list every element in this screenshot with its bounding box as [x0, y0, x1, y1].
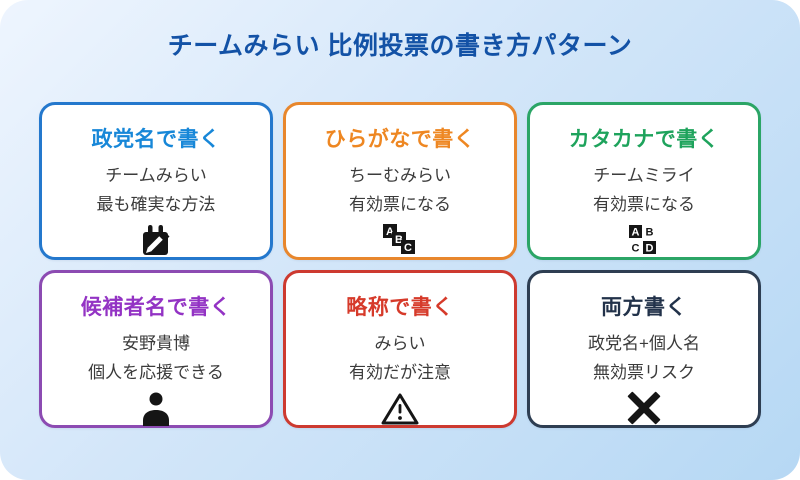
card-both: 両方書く 政党名+個人名 無効票リスク [527, 270, 761, 428]
svg-text:D: D [646, 242, 654, 254]
card-heading: ひらがなで書く [324, 128, 476, 151]
card-line1: ちーむみらい [349, 166, 451, 185]
card-line2: 有効票になる [593, 194, 695, 214]
cards-grid: 政党名で書く チームみらい 最も確実な方法 ひらがなで書く ちーむみら [0, 102, 800, 428]
abc-blocks-icon: A B C [383, 223, 417, 257]
svg-text:B: B [646, 226, 654, 238]
memo-icon [138, 223, 174, 259]
card-line1: チームミライ [593, 166, 695, 185]
card-line2: 個人を応援できる [88, 362, 224, 382]
card-line1: チームみらい [105, 166, 207, 185]
svg-text:A: A [632, 226, 640, 238]
card-line2: 有効票になる [349, 194, 451, 214]
card-heading: 政党名で書く [91, 128, 221, 151]
card-body: チームミライ 有効票になる [593, 162, 695, 220]
card-line1: みらい [374, 334, 426, 353]
card-body: 安野貴博 個人を応援できる [88, 330, 224, 388]
card-line2: 最も確実な方法 [96, 194, 216, 214]
card-body: ちーむみらい 有効票になる [349, 162, 451, 220]
warning-icon [380, 391, 420, 427]
card-candidate-name: 候補者名で書く 安野貴博 個人を応援できる [39, 270, 273, 428]
svg-text:B: B [395, 234, 403, 246]
card-heading: 両方書く [601, 296, 687, 319]
card-heading: カタカナで書く [568, 128, 720, 151]
person-icon [139, 391, 173, 427]
card-line1: 安野貴博 [121, 334, 190, 353]
svg-text:C: C [632, 242, 640, 254]
card-heading: 候補者名で書く [80, 296, 232, 319]
card-abbreviation: 略称で書く みらい 有効だが注意 [283, 270, 517, 428]
card-hiragana: ひらがなで書く ちーむみらい 有効票になる A B C [283, 102, 517, 260]
card-body: みらい 有効だが注意 [349, 330, 451, 388]
card-line2: 有効だが注意 [349, 362, 451, 382]
svg-text:C: C [404, 242, 412, 254]
card-body: チームみらい 最も確実な方法 [97, 162, 216, 220]
card-heading: 略称で書く [346, 296, 454, 319]
card-katakana: カタカナで書く チームミライ 有効票になる A B C D [527, 102, 761, 260]
card-party-name: 政党名で書く チームみらい 最も確実な方法 [39, 102, 273, 260]
cross-icon [627, 391, 661, 425]
abcd-letters-icon: A B C D [629, 223, 659, 257]
card-line2: 無効票リスク [593, 362, 695, 382]
card-body: 政党名+個人名 無効票リスク [588, 330, 700, 388]
page-title: チームみらい 比例投票の書き方パターン [167, 32, 633, 60]
svg-text:A: A [386, 226, 394, 238]
card-line1: 政党名+個人名 [588, 334, 700, 353]
